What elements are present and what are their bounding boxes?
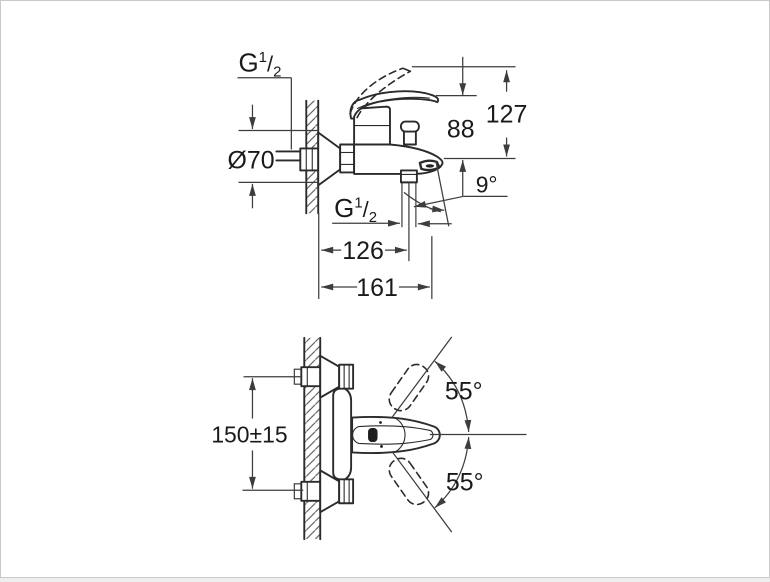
svg-text:G1/2: G1/2 (239, 49, 282, 81)
height-open-lever-label: 127 (486, 101, 528, 129)
thread-g: G (334, 195, 354, 223)
thread-g: G (239, 50, 259, 78)
supply-connection-upper (293, 354, 355, 399)
dim-height-handle: 88 (447, 56, 475, 197)
faucet-body-top (332, 387, 353, 481)
dim-escutcheon-diameter: Ø70 (228, 104, 319, 209)
handle-top (351, 416, 441, 454)
escutcheon-diameter-label: Ø70 (228, 146, 275, 174)
spout-angle-label: 9° (476, 171, 498, 197)
dim-wall-to-outlet: 126 (321, 237, 407, 265)
height-handle-label: 88 (447, 116, 475, 144)
lever-raised-dashed (349, 67, 412, 119)
spout-aerator (418, 159, 441, 172)
swivel-arc-up (434, 360, 472, 433)
wall-to-spout-tip-label: 161 (356, 274, 398, 302)
svg-text:G1/2: G1/2 (334, 194, 377, 226)
supply-connection-lower (293, 469, 355, 514)
s-union-hex (339, 143, 356, 174)
thread-sup: 1 (354, 194, 362, 211)
top-view: 55° 55° 150±15 (211, 336, 527, 541)
supply-connection (275, 147, 320, 172)
handle-slot (368, 428, 378, 442)
supply-center-distance-label: 150±15 (211, 421, 287, 447)
swivel-leg-up (391, 336, 453, 418)
escutcheon-side (317, 131, 342, 187)
diverter-knob (399, 120, 420, 146)
dim-spout-angle: 9° (413, 171, 508, 213)
swivel-up-label: 55° (445, 378, 483, 406)
thread-sub: 2 (369, 209, 377, 226)
thread-label-top: G1/2 (237, 49, 292, 150)
thread-sub: 2 (273, 64, 281, 81)
swivel-down-label: 55° (446, 468, 484, 496)
handle-swivel-dashed (388, 363, 430, 506)
thread-slash: / (363, 197, 370, 222)
thread-slash: / (267, 52, 274, 77)
swivel-arc-down (434, 436, 472, 509)
shower-outlet-stub (399, 160, 450, 299)
thread-sup: 1 (259, 49, 267, 66)
dim-supply-center-distance: 150±15 (211, 376, 304, 491)
thread-label-outlet: G1/2 (332, 194, 452, 228)
side-view: G1/2 Ø70 88 127 9° (228, 49, 528, 302)
dim-height-open-lever: 127 (486, 70, 528, 157)
swivel-leg-down (391, 451, 453, 533)
dim-wall-to-spout-tip: 161 (321, 274, 430, 302)
wall-to-outlet-label: 126 (342, 237, 384, 265)
